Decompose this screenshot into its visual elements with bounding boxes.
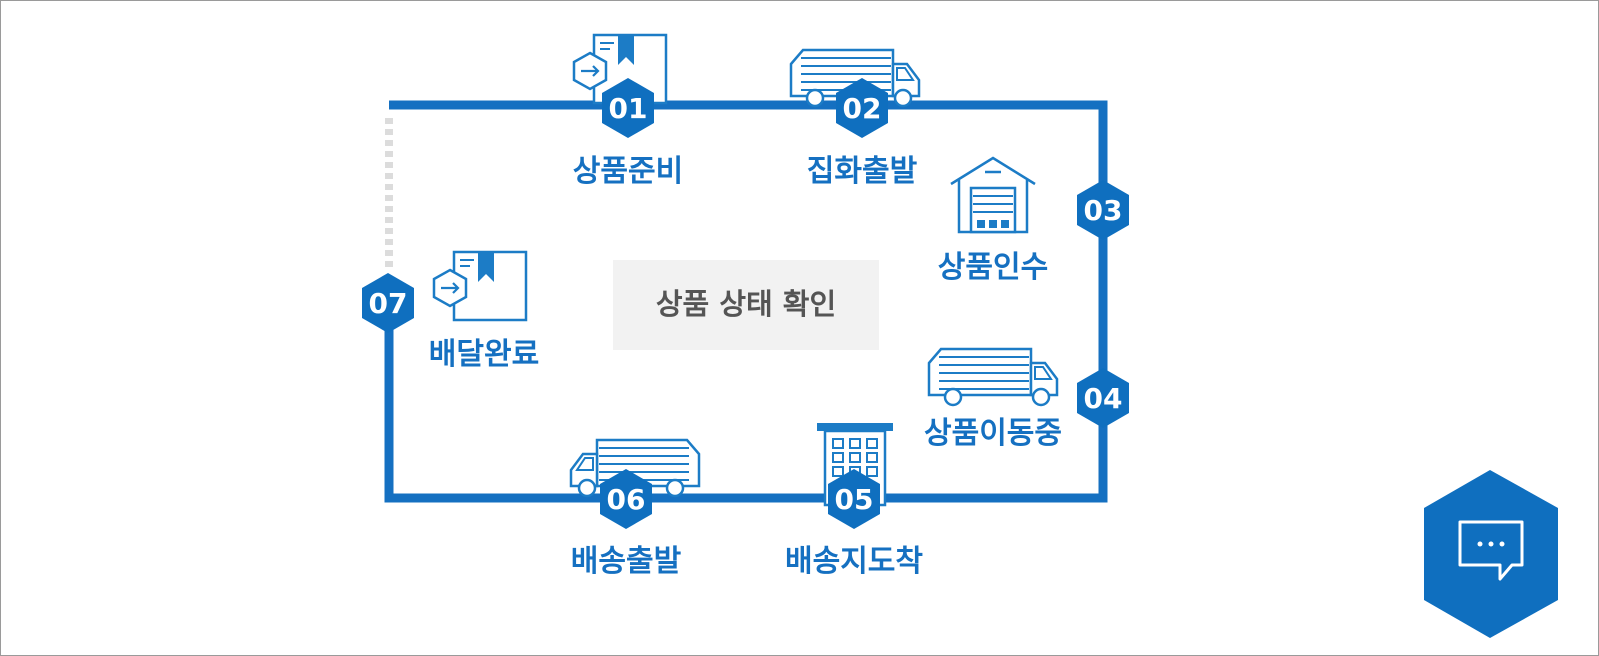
step-04-hexagon (1077, 368, 1129, 428)
step-06-hexagon (600, 469, 652, 529)
step-06-label: 배송출발 (571, 544, 682, 579)
step-01-number: 01 (609, 92, 648, 125)
step-02-number: 02 (843, 92, 882, 125)
chat-button[interactable] (1424, 470, 1558, 638)
step-07-hexagon (362, 273, 414, 333)
step-05-number: 05 (835, 483, 874, 516)
step-05-hexagon (828, 469, 880, 529)
warehouse-icon (949, 156, 1037, 234)
center-box (613, 260, 879, 350)
step-03-number: 03 (1084, 194, 1123, 227)
step-05-label: 배송지도착 (785, 544, 923, 579)
step-02-hexagon (836, 78, 888, 138)
step-02: 02 집화출발 (789, 48, 921, 189)
truck-icon (927, 347, 1059, 407)
step-02-label: 집화출발 (807, 154, 918, 189)
step-01-label: 상품준비 (573, 154, 683, 189)
step-03: 03 상품인수 (938, 156, 1129, 285)
step-03-hexagon (1077, 180, 1129, 240)
step-04-label: 상품이동중 (924, 416, 1062, 451)
package-arrow-icon (432, 250, 528, 322)
step-07-number: 07 (369, 287, 408, 320)
step-01: 01 상품준비 (572, 33, 683, 189)
step-04-number: 04 (1084, 382, 1123, 415)
step-06-number: 06 (607, 483, 646, 516)
step-05: 05 배송지도착 (785, 421, 923, 579)
step-07: 07 배달완료 (362, 250, 539, 372)
step-06: 06 배송출발 (569, 438, 701, 579)
step-03-label: 상품인수 (938, 250, 1048, 285)
step-01-hexagon (602, 78, 654, 138)
center-title: 상품 상태 확인 (656, 287, 836, 321)
step-07-label: 배달완료 (429, 337, 539, 372)
step-04: 04 상품이동중 (924, 347, 1129, 451)
chat-bubble-icon (1458, 520, 1524, 581)
